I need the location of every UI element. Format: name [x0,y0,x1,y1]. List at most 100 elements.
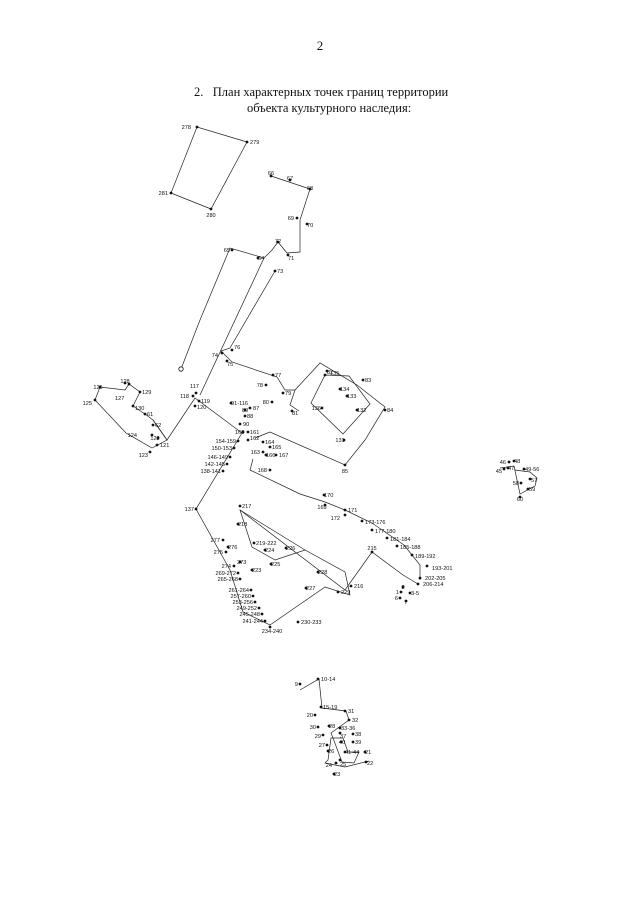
boundary-point-marker [326,749,330,753]
boundary-point-marker [316,677,320,681]
point-label: 75 [227,362,233,368]
boundary-point-marker [127,382,131,386]
point-label: 30 [310,725,316,731]
page-number: 2 [316,38,324,53]
boundary-point-marker [316,570,320,574]
section-heading: 2. План характерных точек границ террито… [180,84,480,116]
point-label: 61 [147,412,153,418]
boundary-point-marker [370,550,374,554]
point-label: 9 [295,682,298,688]
boundary-point-marker [143,412,147,416]
boundary-point-marker [320,406,324,410]
point-label: 60 [517,497,523,503]
boundary-point-marker [512,459,516,463]
boundary-point-marker [98,385,102,389]
boundary-point-marker [264,453,268,457]
point-label: 219-222 [256,541,277,547]
boundary-point-marker [228,455,232,459]
point-label: 68 [307,186,313,192]
boundary-point-marker [274,453,278,457]
point-label: 32 [352,718,358,724]
point-label: 166 [266,453,275,459]
boundary-point-marker [410,553,414,557]
boundary-point-marker [343,750,347,754]
point-label: 193-201 [432,566,453,572]
point-label: 177-180 [375,529,396,535]
boundary-point-marker [93,398,97,402]
point-label: 146-149 [207,455,228,461]
point-label: 127 [115,396,124,402]
point-label: 21 [365,750,371,756]
boundary-point-marker [416,582,420,586]
point-label: 278 [182,125,191,131]
boundary-point-marker [323,503,327,507]
boundary-point-marker [150,433,154,437]
boundary-point-marker [418,576,422,580]
boundary-point-marker [270,400,274,404]
boundary-point-marker [194,507,198,511]
point-label: 172 [331,516,340,522]
boundary-point-marker [148,450,152,454]
point-label: 47 [508,466,514,472]
point-label: 281 [159,191,168,197]
boundary-point-marker [323,373,327,377]
point-label: 273 [237,560,246,566]
point-label: 73 [277,269,283,275]
boundary-point-marker [288,178,292,182]
point-label: 123 [139,453,148,459]
boundary-point-marker [138,390,142,394]
point-label: 66 [268,171,274,177]
point-label: 202-205 [425,576,446,582]
point-label: 137 [185,507,194,513]
boundary-point-marker [304,586,308,590]
boundary-point-marker [347,718,351,722]
boundary-line [170,126,248,210]
point-label: 226 [286,546,295,552]
boundary-point-marker [296,620,300,624]
boundary-point-marker [246,430,250,434]
boundary-point-marker [261,450,265,454]
point-label: 28 [329,724,335,730]
boundary-point-marker [194,391,198,395]
point-label: 125 [83,401,92,407]
point-label: 78 [257,383,263,389]
boundary-point-marker [322,493,326,497]
boundary-point-marker [230,248,234,252]
boundary-point-marker [507,460,511,464]
point-label: 168 [258,468,267,474]
boundary-point-marker [313,713,317,717]
boundary-point-marker [271,373,275,377]
point-label: 131 [335,438,344,444]
point-label: 154-159 [215,439,236,445]
boundary-point-marker [338,731,342,735]
point-label: 124 [128,433,137,439]
boundary-point-marker [327,724,331,728]
boundary-point-marker [343,709,347,713]
boundary-point-marker [238,560,242,564]
boundary-line [499,465,515,469]
point-label: 132 [357,408,366,414]
point-label: 150-153 [211,446,232,452]
point-label: 90 [243,422,249,428]
boundary-point-marker [385,536,389,540]
boundary-point-marker [243,408,247,412]
boundary-point-marker [518,495,522,499]
boundary-point-marker [290,409,294,413]
point-label: 280 [206,213,215,219]
point-label: 224 [265,548,274,554]
boundary-line [199,257,265,396]
boundary-point-marker [269,174,273,178]
point-label: 91-116 [231,401,248,407]
boundary-point-marker [336,590,340,594]
boundary-point-marker [268,445,272,449]
point-label: 230-233 [301,620,322,626]
heading-line-1: 2. План характерных точек границ террито… [194,85,449,99]
boundary-point-marker [305,222,309,226]
point-label: 218 [238,522,247,528]
boundary-point-marker [268,468,272,472]
boundary-point-marker [256,256,260,260]
boundary-point-marker [321,733,325,737]
boundary-point-marker [404,599,408,603]
boundary-point-marker [338,387,342,391]
boundary-point-marker [241,430,245,434]
